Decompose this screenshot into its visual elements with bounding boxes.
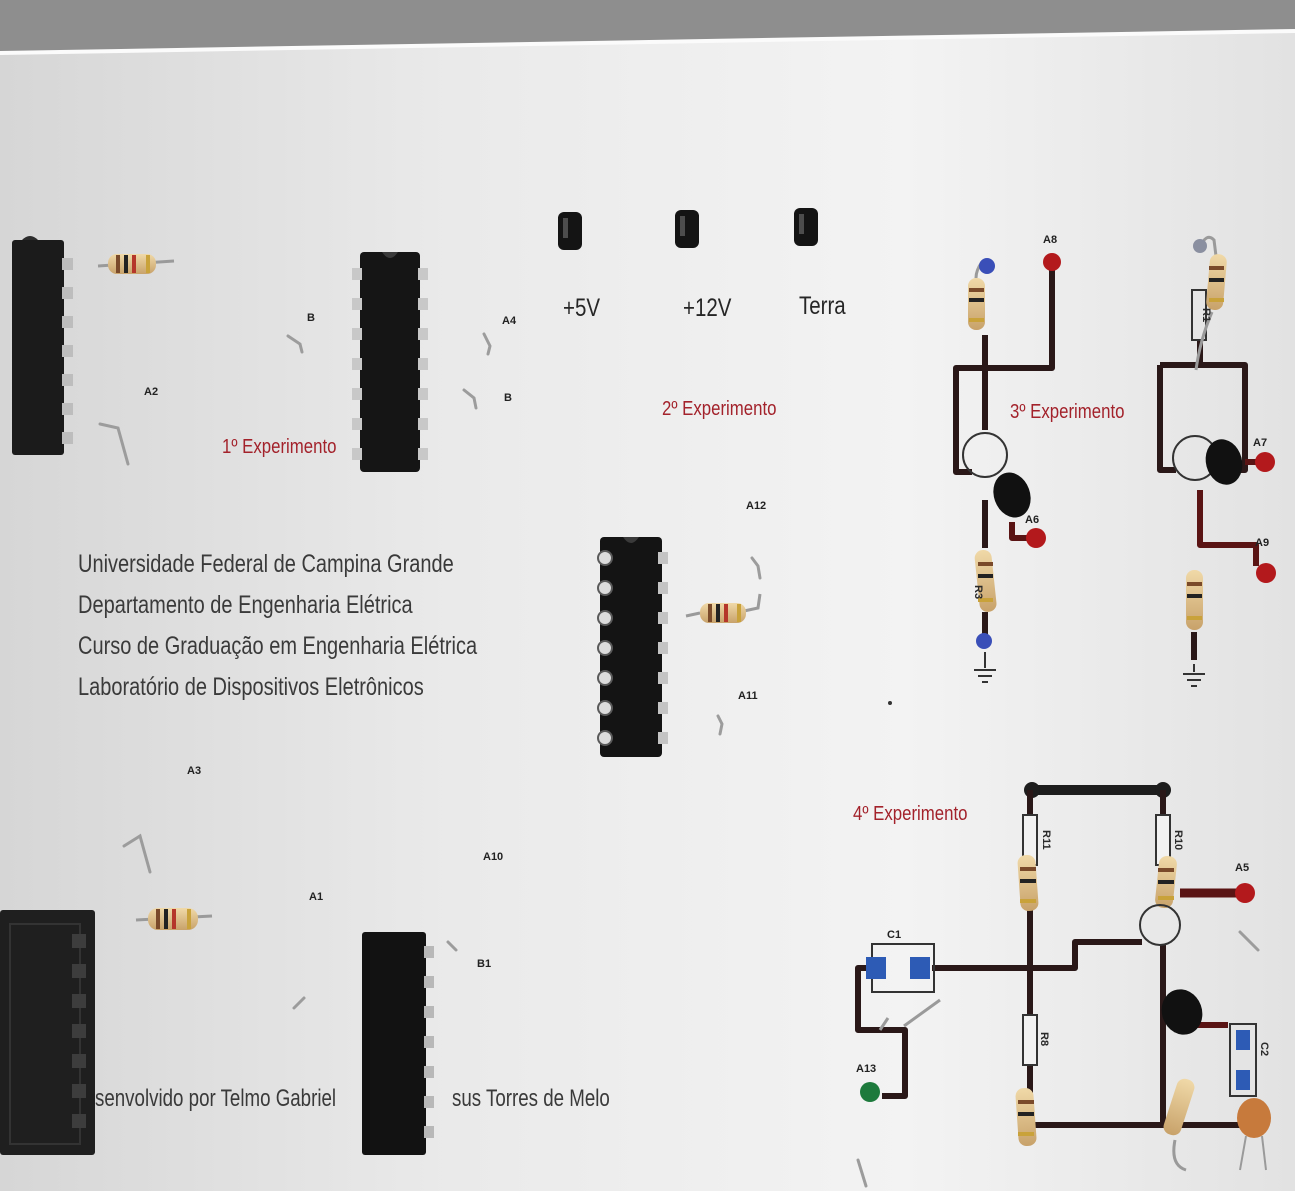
test-point-red [1026,528,1046,548]
power-label-5v: +5V [563,294,601,322]
ground-symbol [1183,664,1205,687]
test-point-blue [976,633,992,649]
resistor-experiment-2 [685,593,762,623]
component-label-r11: R11 [1040,830,1052,850]
test-point-red [1235,883,1255,903]
ic-chip-experiment-2 [597,537,668,757]
circuit-experiment-4 [855,782,1271,1172]
test-point-label: A4 [502,315,517,327]
ic-chip-experiment-1 [352,252,428,472]
test-point-label: A1 [309,891,324,903]
test-point-label: A2 [144,386,159,398]
test-point-label: B1 [477,958,492,970]
banana-jack-5v [558,212,582,250]
experiment-1-label: 1º Experimento [222,436,337,458]
circuit-experiment-3-right [1157,235,1276,687]
experiment-4-label: 4º Experimento [853,803,968,825]
test-point-label: A3 [187,765,202,777]
component-label-c1: C1 [887,929,902,941]
component-label-r8: R8 [1038,1032,1050,1047]
component-label-r10: R10 [1172,830,1184,851]
credit-text-right: sus Torres de Melo [452,1085,610,1112]
resistor-top-left [97,254,175,274]
resistor-bottom-left [135,908,213,930]
experiment-2-label: 2º Experimento [662,398,777,420]
component-label-r1: R1 [1200,308,1212,323]
test-point-red [1256,563,1276,583]
institution-line-university: Universidade Federal de Campina Grande [78,550,454,578]
component-label-r3: R3 [972,585,984,600]
test-point-label: A5 [1235,862,1250,874]
credit-text-left: senvolvido por Telmo Gabriel [95,1085,337,1112]
test-point-label: B [307,312,315,324]
test-point-blue [979,258,995,274]
institution-line-laboratory: Laboratório de Dispositivos Eletrônicos [78,673,424,701]
power-label-ground: Terra [799,292,846,320]
test-point-label: A8 [1043,234,1058,246]
ground-symbol [974,652,996,683]
wall-background [0,0,1295,52]
board-top-edge [0,29,1295,55]
test-point-red [1255,452,1275,472]
test-point-green [860,1082,880,1102]
test-point-wires [98,332,1260,1188]
test-point-label: A9 [1255,537,1270,549]
institution-line-course: Curso de Graduação em Engenharia Elétric… [78,632,478,660]
test-point-label: B [504,392,512,404]
test-point-label: A6 [1025,514,1040,526]
test-point-label: A13 [856,1063,877,1075]
institution-line-department: Departamento de Engenharia Elétrica [78,591,413,619]
banana-jack-12v [675,210,699,248]
ic-chip-bottom-center [362,932,434,1155]
component-label-c2: C2 [1258,1042,1270,1057]
ic-chip-top-left [12,236,73,455]
experiment-3-label: 3º Experimento [1010,401,1125,423]
test-point-label: A10 [483,851,504,863]
test-point-label: A7 [1253,437,1268,449]
ic-socket-bottom-left [0,910,95,1155]
test-point-red [1043,253,1061,271]
test-point-label: A11 [738,690,758,702]
test-point-label: A12 [746,500,767,512]
board-mark [888,701,892,705]
banana-jack-ground [794,208,818,246]
circuit-experiment-3-left [953,253,1061,683]
power-label-12v: +12V [683,294,732,322]
